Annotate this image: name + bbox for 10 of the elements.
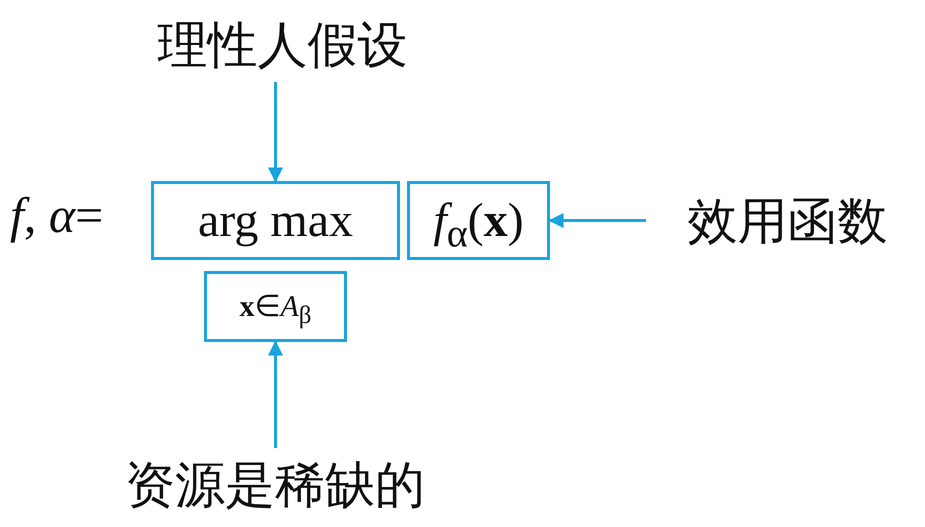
premise-text: 资源是稀缺的 [90,452,460,518]
function-box: f$_{α}$(x) [407,181,550,260]
arrow [268,340,283,448]
formula-text: f, α= [10,186,104,244]
premise-text: 理性人假设 [120,12,445,78]
operator-box: arg max [151,181,400,260]
function-label-text: 效用函数 [650,188,925,254]
arrow [268,82,283,182]
constraint-box: x∈A$_{β}$ [204,271,347,342]
arrow [548,213,646,228]
